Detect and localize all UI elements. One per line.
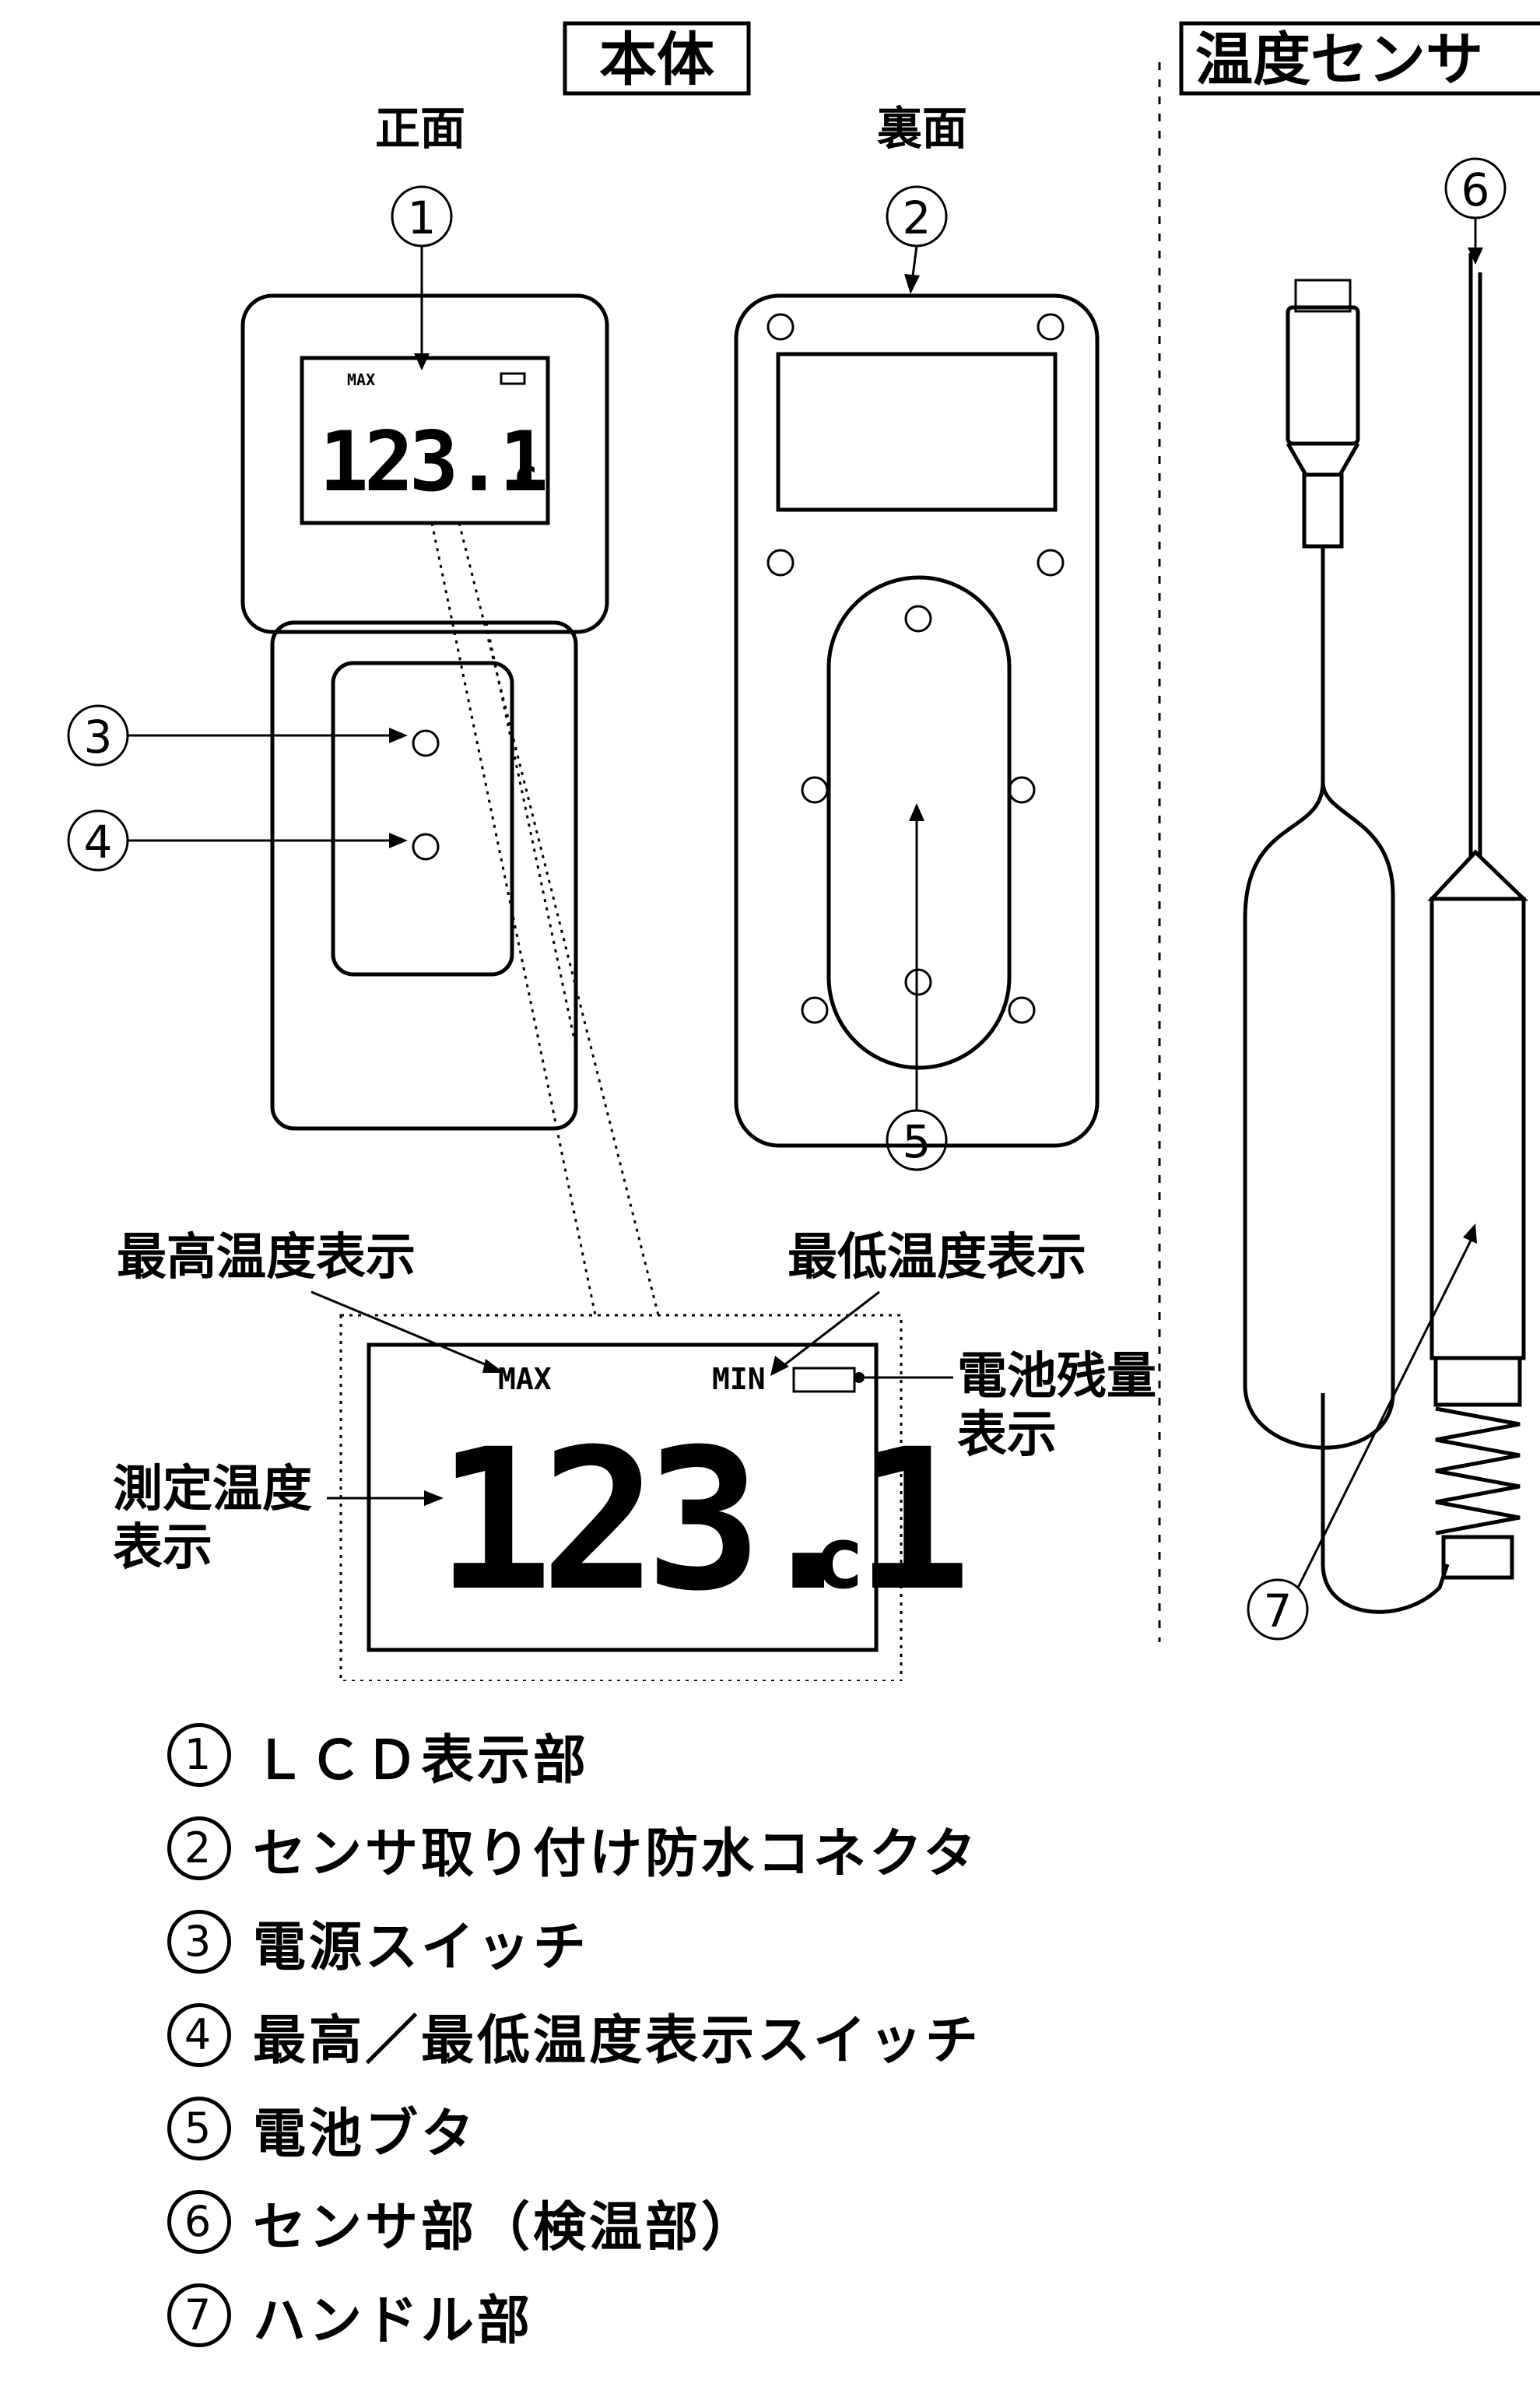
- legend-item-7: 7 ハンドル部: [167, 2269, 981, 2362]
- legend-item-4: 4 最高／最低温度表示スイッチ: [167, 1988, 981, 2082]
- max-display-label: 最高温度表示: [117, 1229, 416, 1286]
- zoom-lcd-max: MAX: [498, 1362, 552, 1396]
- legend-item-2: 2 センサ取り付け防水コネクタ: [167, 1802, 981, 1895]
- battery-display-label-line2: 表示: [957, 1406, 1057, 1464]
- measured-temp-label-line1: 測定温度: [113, 1461, 312, 1518]
- callout-2-label: 2: [903, 191, 931, 244]
- main-body-heading-box: [563, 21, 751, 96]
- zoom-lcd-value: 123.1: [436, 1407, 963, 1634]
- temp-sensor-heading: 温度センサ: [1195, 26, 1483, 93]
- callout-5-label: 5: [903, 1115, 931, 1168]
- front-label: 正面: [375, 102, 465, 155]
- zoom-lcd-battery-icon: [792, 1367, 856, 1393]
- legend-text: 最高／最低温度表示スイッチ: [253, 2009, 982, 2072]
- parts-legend: 1 ＬＣＤ表示部 2 センサ取り付け防水コネクタ 3 電源スイッチ 4 最高／最…: [167, 1708, 981, 2362]
- legend-item-1: 1 ＬＣＤ表示部: [167, 1708, 981, 1802]
- small-lcd-max: MAX: [347, 370, 375, 389]
- callout-6-label: 6: [1461, 163, 1490, 216]
- legend-text: 電池ブタ: [253, 2103, 478, 2165]
- zoom-lcd-min: MIN: [712, 1362, 766, 1396]
- small-lcd-battery-icon: [500, 372, 526, 385]
- callout-4-label: 4: [84, 816, 113, 869]
- legend-number: 6: [167, 2190, 231, 2254]
- legend-number: 3: [167, 1910, 231, 1974]
- callout-7-label: 7: [1264, 1585, 1293, 1637]
- min-display-label: 最低温度表示: [788, 1229, 1086, 1286]
- legend-number: 5: [167, 2097, 231, 2160]
- legend-number: 7: [167, 2283, 231, 2347]
- legend-item-3: 3 電源スイッチ: [167, 1895, 981, 1988]
- small-lcd-unit: c: [514, 452, 538, 499]
- callout-1-label: 1: [408, 191, 437, 244]
- legend-text: ＬＣＤ表示部: [253, 1729, 590, 1792]
- callout-7-circle: [1247, 1578, 1309, 1641]
- battery-display-label-line1: 電池残量: [957, 1348, 1156, 1406]
- parts-diagram: 本体 温度センサ 正面 裏面 MAX 123.1 c: [67, 21, 1540, 1681]
- back-device: [734, 293, 1100, 1148]
- legend-item-5: 5 電池ブタ: [167, 2082, 981, 2175]
- legend-text: 電源スイッチ: [253, 1916, 590, 1978]
- legend-text: センサ取り付け防水コネクタ: [253, 1823, 980, 1885]
- callout-3-label: 3: [84, 711, 113, 763]
- temperature-sensor: [1243, 253, 1529, 1614]
- back-label: 裏面: [877, 102, 967, 155]
- legend-number: 2: [167, 1816, 231, 1880]
- legend-number: 1: [167, 1723, 231, 1787]
- measured-temp-label-line2: 表示: [113, 1519, 212, 1577]
- main-body-heading: 本体: [599, 26, 714, 93]
- legend-item-6: 6 センサ部（検温部）: [167, 2175, 981, 2269]
- zoom-lcd-unit: c: [813, 1508, 865, 1608]
- legend-number: 4: [167, 2003, 231, 2067]
- temp-sensor-heading-box: [1179, 21, 1540, 96]
- legend-text: センサ部（検温部）: [253, 2196, 758, 2258]
- legend-text: ハンドル部: [253, 2290, 534, 2352]
- small-lcd-value: 123.1: [319, 414, 545, 510]
